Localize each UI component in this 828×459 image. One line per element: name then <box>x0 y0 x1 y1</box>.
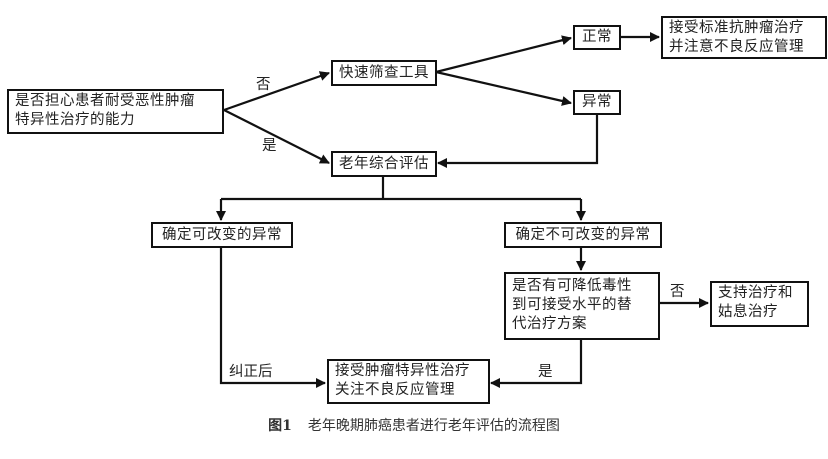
edge-question-to-specific <box>490 339 583 388</box>
figure-caption: 图1 老年晚期肺癌患者进行老年评估的流程图 <box>0 415 828 435</box>
figure-number: 图1 <box>268 418 292 434</box>
edge-screening-to-abnormal <box>435 70 572 106</box>
label-alt-no: 否 <box>670 284 685 300</box>
edge-abnormal-to-cga <box>437 114 599 168</box>
label-after-correction: 纠正后 <box>229 364 273 380</box>
node-start-question: 是否担心患者耐受恶性肿瘤 特异性治疗的能力 <box>7 89 224 134</box>
node-nonmodifiable-abnormality: 确定不可改变的异常 <box>504 222 662 248</box>
label-start-yes: 是 <box>262 138 277 154</box>
node-supportive-palliative: 支持治疗和 姑息治疗 <box>710 281 809 327</box>
node-rapid-screening: 快速筛查工具 <box>331 60 437 86</box>
label-start-no: 否 <box>256 77 271 93</box>
node-abnormal: 异常 <box>573 90 621 115</box>
edge-screening-to-normal <box>435 35 572 74</box>
edge-start-to-screening <box>223 71 330 112</box>
node-geriatric-assessment: 老年综合评估 <box>331 151 437 177</box>
edge-start-to-cga <box>223 109 330 164</box>
node-alternative-regimen-question: 是否有可降低毒性 到可接受水平的替 代治疗方案 <box>504 272 660 340</box>
node-normal: 正常 <box>573 25 621 50</box>
edge-modifiable-to-specific <box>219 247 326 388</box>
node-modifiable-abnormality: 确定可改变的异常 <box>151 222 293 248</box>
figure-title: 老年晚期肺癌患者进行老年评估的流程图 <box>307 418 560 434</box>
node-specific-treatment: 接受肿瘤特异性治疗 关注不良反应管理 <box>327 359 490 404</box>
node-standard-treatment: 接受标准抗肿瘤治疗 并注意不良反应管理 <box>661 16 827 59</box>
label-alt-yes: 是 <box>538 364 553 380</box>
